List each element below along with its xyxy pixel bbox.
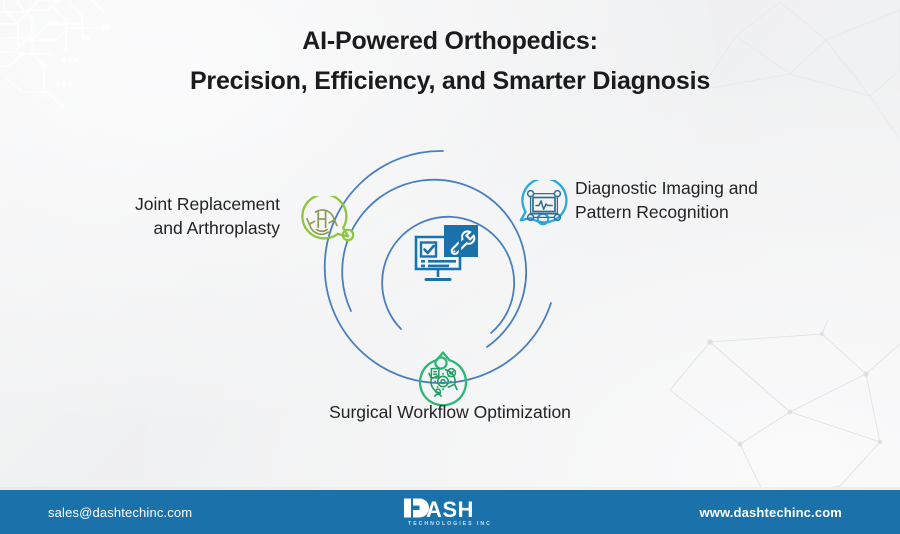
label-diagnostic-imaging: Diagnostic Imaging and Pattern Recogniti…: [575, 178, 758, 222]
dash-logo-tagline: TECHNOLOGIES INC: [408, 521, 492, 527]
concept-diagram: Joint Replacement and Arthroplasty Diagn…: [0, 120, 900, 450]
footer-divider: [0, 487, 900, 490]
node-joint-replacement[interactable]: [297, 193, 353, 253]
page-title: AI-Powered Orthopedics: Precision, Effic…: [0, 25, 900, 97]
monitor-checklist-wrench-icon: [414, 225, 478, 281]
workflow-gear-cycle-icon: [418, 351, 468, 407]
concentric-rings-graphic: [323, 150, 552, 384]
label-surgical-workflow: Surgical Workflow Optimization: [329, 402, 571, 422]
footer-website[interactable]: www.dashtechinc.com: [699, 504, 842, 520]
footer-email[interactable]: sales@dashtechinc.com: [48, 504, 193, 520]
ring-outer: [323, 150, 552, 384]
title-line-2: Precision, Efficiency, and Smarter Diagn…: [189, 66, 711, 95]
dash-logo-mark: ASH: [404, 497, 474, 519]
dash-logo: ASH TECHNOLOGIES INC: [404, 497, 496, 527]
node-surgical-workflow[interactable]: [416, 351, 470, 414]
label-joint-replacement: Joint Replacement and Arthroplasty: [135, 194, 280, 238]
svg-text:ASH: ASH: [426, 497, 474, 519]
center-node: [410, 223, 480, 294]
node-diagnostic-imaging[interactable]: [516, 177, 572, 237]
laptop-waveform-network-icon: [519, 177, 568, 224]
connector-dot-bottom: [434, 356, 448, 370]
title-line-1: AI-Powered Orthopedics:: [302, 27, 598, 55]
footer-bar: sales@dashtechinc.com ASH TECHNOLOGIES I…: [0, 490, 900, 534]
ring-inner: [381, 215, 515, 334]
joint-implant-refresh-icon: [301, 193, 350, 240]
ring-middle: [341, 178, 528, 348]
